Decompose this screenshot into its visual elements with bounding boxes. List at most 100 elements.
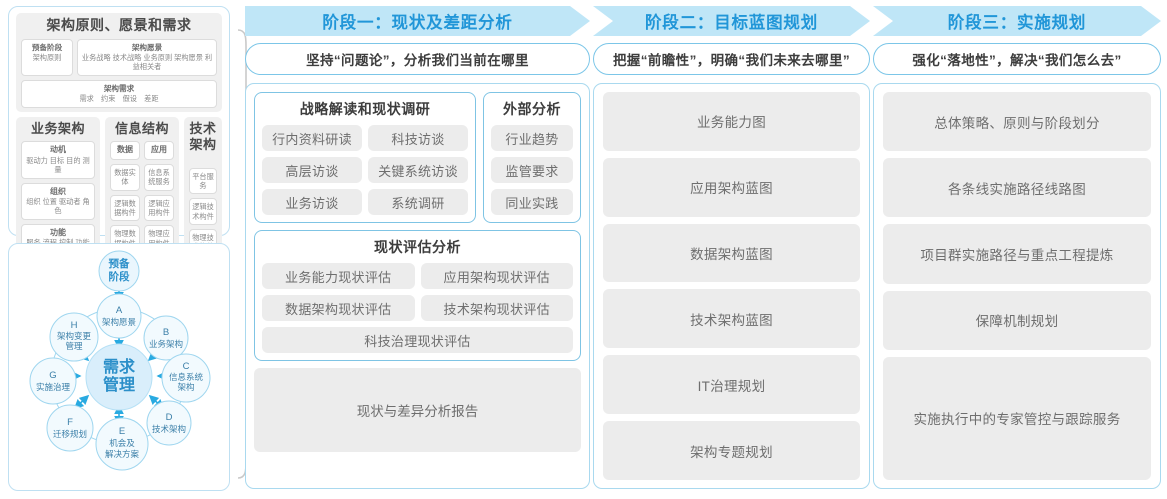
phase-2-header-bar <box>593 6 870 36</box>
pill-item[interactable]: 行业趋势 <box>491 125 573 151</box>
svg-text:信息系统: 信息系统 <box>169 372 204 382</box>
phase-2-header-title: 阶段二：目标蓝图规划 <box>645 14 818 32</box>
pill-item[interactable]: 科技治理现状评估 <box>262 327 573 353</box>
ba-cell: 组织 组织 位置 驱动者 角色 <box>21 182 95 220</box>
list-item[interactable]: 应用架构蓝图 <box>603 157 860 217</box>
pill-item[interactable]: 数据架构现状评估 <box>262 295 415 321</box>
strategy-research-card: 战略解读和现状调研 行内资料研读 科技访谈 高层访谈 关键系统访谈 业务访谈 系… <box>254 92 476 223</box>
phase-2-column: 阶段二：目标蓝图规划 把握“前瞻性”，明确“我们未来去哪里” 业务能力图 应用架… <box>593 6 870 489</box>
phase-1-body: 战略解读和现状调研 行内资料研读 科技访谈 高层访谈 关键系统访谈 业务访谈 系… <box>245 83 590 489</box>
phase-2-body: 业务能力图 应用架构蓝图 数据架构蓝图 技术架构蓝图 IT治理规划 架构专题规划 <box>593 83 870 489</box>
application-subcol-header: 应用 <box>144 141 174 160</box>
svg-text:D: D <box>166 412 173 423</box>
information-structure-column: 信息结构 数据 数据实体 逻辑数据构件 物理数据构件 应用 信息系统服务 逻辑应… <box>105 117 179 260</box>
tech-item: 逻辑技术构件 <box>189 198 217 226</box>
left-column: 架构原则、愿景和需求 预备阶段 架构原则 架构愿景 业务战略 技术战略 业务原则… <box>8 6 254 491</box>
pill-row: 同业实践 <box>491 189 573 215</box>
phase-1-header: 阶段一：现状及差距分析 <box>245 6 590 36</box>
phase-1-top-cards: 战略解读和现状调研 行内资料研读 科技访谈 高层访谈 关键系统访谈 业务访谈 系… <box>254 92 581 223</box>
list-item[interactable]: 技术架构蓝图 <box>603 289 860 349</box>
pill-item[interactable]: 高层访谈 <box>262 157 362 183</box>
tech-item: 平台服务 <box>189 167 217 195</box>
list-item[interactable]: 保障机制规划 <box>883 290 1151 350</box>
svg-text:E: E <box>119 426 125 437</box>
phase-2-header: 阶段二：目标蓝图规划 <box>593 6 870 36</box>
prelim-cell: 预备阶段 架构原则 <box>21 38 73 77</box>
current-state-evaluation-title: 现状评估分析 <box>374 239 461 255</box>
pill-row: 行内资料研读 科技访谈 <box>262 125 468 151</box>
pill-item[interactable]: 同业实践 <box>491 189 573 215</box>
pill-item[interactable]: 业务访谈 <box>262 189 362 215</box>
phase-3-header-bar <box>873 6 1161 36</box>
pill-row: 监管要求 <box>491 157 573 183</box>
svg-text:技术架构: 技术架构 <box>152 424 186 434</box>
svg-text:B: B <box>163 327 169 338</box>
svg-text:架构: 架构 <box>177 382 194 392</box>
pill-item[interactable]: 科技访谈 <box>368 125 468 151</box>
list-item[interactable]: 实施执行中的专家管控与跟踪服务 <box>883 356 1151 480</box>
svg-text:架构愿景: 架构愿景 <box>102 317 136 327</box>
list-item[interactable]: 各条线实施路径线路图 <box>883 158 1151 218</box>
phase-1-header-bar <box>245 6 590 36</box>
svg-text:架构变更: 架构变更 <box>57 331 92 341</box>
pill-item[interactable]: 技术架构现状评估 <box>420 295 573 321</box>
svg-text:F: F <box>67 417 73 428</box>
pill-item[interactable]: 监管要求 <box>491 157 573 183</box>
phase-1-header-title: 阶段一：现状及差距分析 <box>322 14 513 32</box>
pill-item[interactable]: 行内资料研读 <box>262 125 362 151</box>
business-architecture-column: 业务架构 动机 驱动力 目标 目的 测量 组织 组织 位置 驱动者 角色 功能 <box>16 117 100 260</box>
business-architecture-title: 业务架构 <box>30 121 85 137</box>
phase-3-header-title: 阶段三：实施规划 <box>947 14 1087 32</box>
application-item: 逻辑应用构件 <box>144 194 174 222</box>
list-item[interactable]: 数据架构蓝图 <box>603 223 860 283</box>
phase-3-column: 阶段三：实施规划 强化“落地性”，解决“我们怎么去” 总体策略、原则与阶段划分 … <box>873 6 1161 489</box>
phase-1-subtitle: 坚持“问题论”，分析我们当前在哪里 <box>245 43 590 75</box>
pill-row: 业务访谈 系统调研 <box>262 189 468 215</box>
external-analysis-title: 外部分析 <box>503 101 561 117</box>
list-item[interactable]: 总体策略、原则与阶段划分 <box>883 92 1151 152</box>
adm-center-label-1: 需求 <box>103 357 136 376</box>
svg-text:实施治理: 实施治理 <box>36 382 71 392</box>
framework-architecture-columns: 业务架构 动机 驱动力 目标 目的 测量 组织 组织 位置 驱动者 角色 功能 <box>16 117 222 260</box>
svg-text:A: A <box>116 305 123 316</box>
list-item[interactable]: 项目群实施路径与重点工程提炼 <box>883 224 1151 284</box>
phase-1-column: 阶段一：现状及差距分析 坚持“问题论”，分析我们当前在哪里 战略解读和现状调研 … <box>245 6 590 489</box>
data-item: 数据实体 <box>110 163 140 191</box>
pill-row: 高层访谈 关键系统访谈 <box>262 157 468 183</box>
svg-text:C: C <box>183 361 190 372</box>
adm-cycle-panel: 需求 管理 预备 阶段 A 架构愿景 B 业务架构 C 信息系统 架构 <box>8 243 230 491</box>
svg-text:阶段: 阶段 <box>109 270 130 283</box>
vision-cell: 架构愿景 业务战略 技术战略 业务原则 架构愿景 利益相关者 <box>77 38 217 77</box>
current-state-evaluation-card: 现状评估分析 业务能力现状评估 应用架构现状评估 数据架构现状评估 技术架构现状… <box>254 230 581 361</box>
svg-text:业务架构: 业务架构 <box>149 339 183 349</box>
pill-item[interactable]: 关键系统访谈 <box>368 157 468 183</box>
phase-3-body: 总体策略、原则与阶段划分 各条线实施路径线路图 项目群实施路径与重点工程提炼 保… <box>873 83 1161 489</box>
svg-text:解决方案: 解决方案 <box>105 449 140 459</box>
gap-analysis-report-item[interactable]: 现状与差异分析报告 <box>254 368 581 452</box>
list-item[interactable]: 业务能力图 <box>603 92 860 151</box>
list-item[interactable]: IT治理规划 <box>603 355 860 415</box>
svg-text:G: G <box>49 370 56 381</box>
svg-text:机会及: 机会及 <box>109 438 135 448</box>
external-analysis-card: 外部分析 行业趋势 监管要求 同业实践 <box>483 92 581 223</box>
svg-text:H: H <box>71 320 78 331</box>
pill-row: 业务能力现状评估 应用架构现状评估 <box>262 263 573 289</box>
framework-header-group: 架构原则、愿景和需求 预备阶段 架构原则 架构愿景 业务战略 技术战略 业务原则… <box>16 13 222 113</box>
phase-3-subtitle: 强化“落地性”，解决“我们怎么去” <box>873 43 1161 75</box>
list-item[interactable]: 架构专题规划 <box>603 421 860 480</box>
pill-row: 科技治理现状评估 <box>262 327 573 353</box>
pill-item[interactable]: 系统调研 <box>368 189 468 215</box>
strategy-research-title: 战略解读和现状调研 <box>299 101 431 117</box>
information-structure-title: 信息结构 <box>114 121 169 137</box>
svg-text:管理: 管理 <box>65 341 83 351</box>
pill-item[interactable]: 应用架构现状评估 <box>420 263 573 289</box>
phase-3-header: 阶段三：实施规划 <box>873 6 1161 36</box>
technology-architecture-column: 技术架构 平台服务 逻辑技术构件 物理技术构件 <box>184 117 222 260</box>
svg-text:迁移规划: 迁移规划 <box>53 429 87 439</box>
data-item: 逻辑数据构件 <box>110 194 140 222</box>
framework-header-title: 架构原则、愿景和需求 <box>46 17 192 33</box>
technology-architecture-title: 技术架构 <box>189 121 217 153</box>
pill-item[interactable]: 业务能力现状评估 <box>262 263 415 289</box>
pill-row: 数据架构现状评估 技术架构现状评估 <box>262 295 573 321</box>
